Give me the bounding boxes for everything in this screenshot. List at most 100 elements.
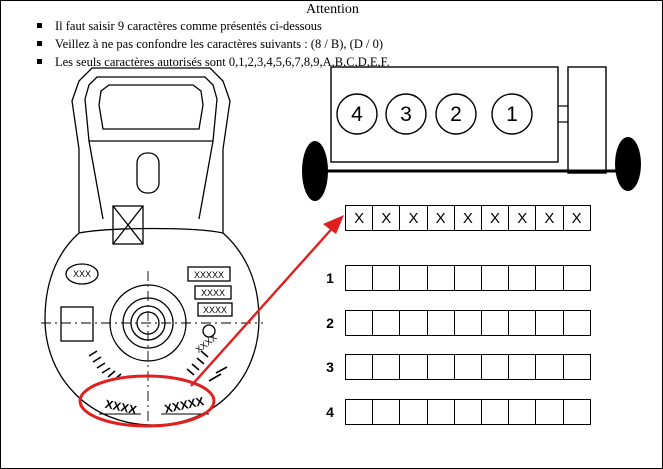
code-cell[interactable] [563,354,591,380]
code-character-input[interactable] [563,266,590,290]
code-input-row-3[interactable] [345,354,591,380]
code-cell[interactable] [454,399,482,425]
code-cell[interactable] [563,265,591,291]
code-character-input[interactable] [400,266,427,290]
code-cell[interactable] [563,310,591,336]
latch [136,152,160,194]
cross-line [112,205,144,245]
code-cell[interactable] [454,310,482,336]
code-character-input[interactable] [481,311,509,335]
code-character-input[interactable] [509,400,536,424]
code-input-row-1[interactable] [345,265,591,291]
code-character-input[interactable] [427,266,454,290]
injector-label: XXXX [203,305,227,315]
code-character-input[interactable] [400,355,427,379]
code-character-input[interactable] [400,311,427,335]
code-character-input[interactable] [427,311,454,335]
example-code-cell: X [536,205,564,231]
gearbox [567,66,607,174]
code-cell[interactable] [536,310,564,336]
code-character-input[interactable] [346,400,373,424]
code-cell[interactable] [509,265,537,291]
code-cell[interactable] [563,399,591,425]
code-character-input[interactable] [373,400,400,424]
code-character-input[interactable] [427,355,454,379]
code-cell[interactable] [536,399,564,425]
code-character-input[interactable] [536,355,563,379]
code-character-input[interactable] [454,355,481,379]
cylinder-label: 3 [400,103,412,126]
code-cell[interactable] [346,265,374,291]
code-character-input[interactable] [563,355,590,379]
cylinder-3 [385,93,427,135]
code-cell[interactable] [481,354,510,380]
code-cell[interactable] [373,399,401,425]
code-cell[interactable] [346,310,374,336]
code-cell[interactable] [373,354,401,380]
code-character-input[interactable] [346,266,373,290]
code-character-input[interactable] [454,266,481,290]
code-cell[interactable] [454,354,482,380]
code-cell[interactable] [400,265,428,291]
code-character-input[interactable] [563,400,590,424]
cylinder-2 [435,93,477,135]
injector-label: XXX [73,269,91,279]
code-character-input[interactable] [536,311,563,335]
code-cell[interactable] [346,399,374,425]
engine-diagram: 4 3 2 1 [302,66,641,201]
code-cell[interactable] [454,265,482,291]
connector-socket [98,84,204,130]
code-cell[interactable] [509,354,537,380]
code-input-row-2[interactable] [345,310,591,336]
code-character-input[interactable] [481,266,509,290]
code-cell[interactable] [481,310,510,336]
page-title: Attention [306,2,359,17]
code-character-input[interactable] [563,311,590,335]
code-character-input[interactable] [373,355,400,379]
code-cell[interactable] [373,265,401,291]
code-character-input[interactable] [454,400,481,424]
instruction-text: Il faut saisir 9 caractères comme présen… [55,19,322,33]
code-cell[interactable] [481,265,510,291]
code-cell[interactable] [427,354,455,380]
code-character-input[interactable] [481,355,509,379]
code-cell[interactable] [427,310,455,336]
code-input-row-4[interactable] [345,399,591,425]
row-label-1: 1 [326,270,334,286]
code-character-input[interactable] [481,400,509,424]
injector-label: XXXXX [194,270,224,280]
code-cell[interactable] [536,354,564,380]
code-cell[interactable] [427,399,455,425]
code-character-input[interactable] [346,311,373,335]
code-cell[interactable] [400,354,428,380]
code-character-input[interactable] [454,311,481,335]
injector-label: XXXX [201,288,225,298]
code-cell[interactable] [481,399,510,425]
cylinder-4 [336,93,378,135]
code-character-input[interactable] [536,266,563,290]
code-cell[interactable] [400,399,428,425]
code-character-input[interactable] [509,266,536,290]
example-code-cell: X [509,205,537,231]
code-character-input[interactable] [509,355,536,379]
code-character-input[interactable] [509,311,536,335]
example-code-cell: X [427,205,455,231]
code-character-input[interactable] [373,266,400,290]
code-cell[interactable] [509,399,537,425]
code-character-input[interactable] [536,400,563,424]
cylinder-1 [491,93,533,135]
arrow-line [190,222,338,387]
example-code-cell: X [454,205,482,231]
code-cell[interactable] [400,310,428,336]
code-cell[interactable] [373,310,401,336]
code-cell[interactable] [509,310,537,336]
code-character-input[interactable] [400,400,427,424]
code-cell[interactable] [346,354,374,380]
body-arc [78,227,224,234]
code-character-input[interactable] [427,400,454,424]
code-cell[interactable] [427,265,455,291]
code-character-input[interactable] [346,355,373,379]
code-character-input[interactable] [373,311,400,335]
code-cell[interactable] [536,265,564,291]
instructions-list: Il faut saisir 9 caractères comme présen… [37,17,390,71]
